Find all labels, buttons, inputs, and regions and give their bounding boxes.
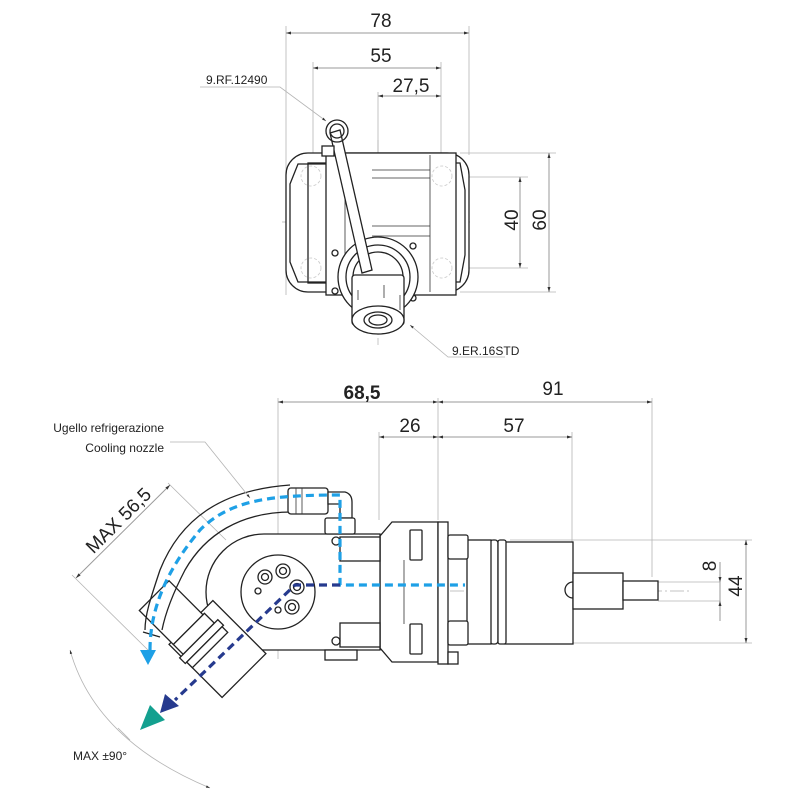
dim-max-56-5: MAX 56,5 — [82, 484, 156, 558]
rotation-label: MAX ±90° — [73, 749, 127, 763]
coolant-connector — [287, 487, 329, 515]
coolant-tube — [329, 129, 373, 274]
dim-78: 78 — [370, 11, 391, 32]
dim-line-max-56-5 — [75, 484, 171, 579]
coolant-arrow-icon — [140, 650, 156, 665]
rotation-arc — [69, 649, 211, 789]
mounting-flange — [379, 521, 439, 663]
side-view: 68,5 91 26 57 8 44 MAX 56,5 — [53, 379, 752, 789]
dim-68-5: 68,5 — [344, 383, 381, 404]
dim-60: 60 — [530, 209, 551, 230]
shank — [572, 572, 624, 610]
nozzle-label-it: Ugello refrigerazione — [53, 421, 164, 435]
dim-91: 91 — [542, 379, 563, 400]
dim-55: 55 — [370, 46, 391, 67]
dim-27-5: 27,5 — [393, 76, 430, 97]
callout-coolant-fitting: 9.RF.12490 — [206, 73, 268, 87]
tool-body — [504, 541, 574, 645]
coolant-path — [148, 493, 465, 651]
angled-collet — [138, 579, 204, 646]
callout-collet-nut: 9.ER.16STD — [452, 344, 520, 358]
nozzle-label-en: Cooling nozzle — [85, 441, 164, 455]
dim-44: 44 — [726, 575, 747, 597]
dim-40: 40 — [502, 209, 523, 230]
shank-tip — [622, 580, 659, 601]
dim-26: 26 — [399, 416, 420, 437]
dim-57: 57 — [503, 416, 524, 437]
top-view: 78 55 27,5 40 60 — [200, 11, 556, 358]
spindle-axis-path — [173, 583, 340, 702]
dim-8: 8 — [700, 561, 721, 572]
